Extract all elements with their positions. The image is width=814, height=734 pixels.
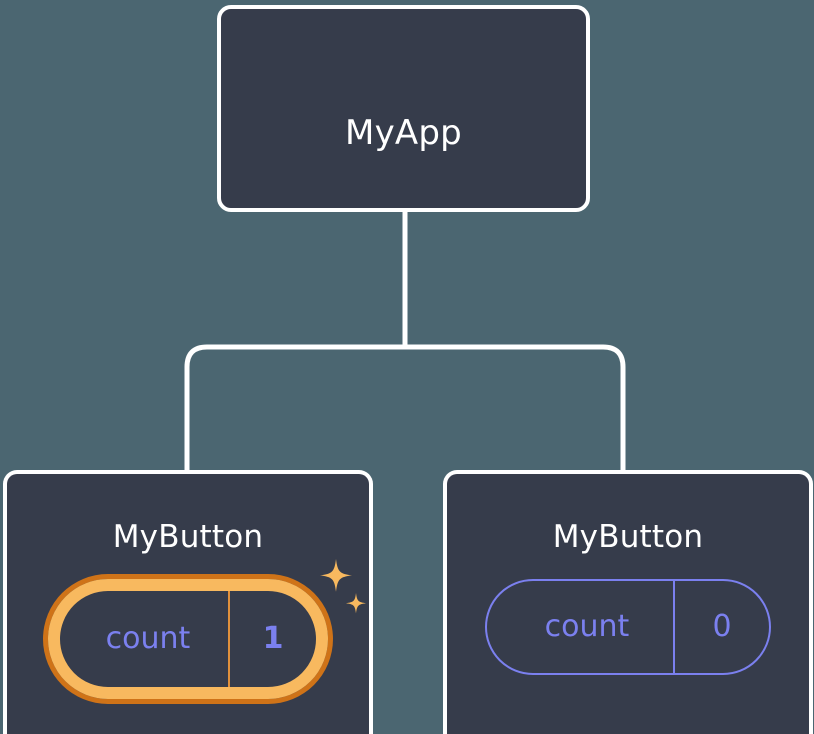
state-key: count [544, 609, 630, 644]
state-key: count [105, 621, 191, 656]
state-pill-wrapper: count 0 [485, 579, 771, 675]
state-pill-wrapper: count 1 [48, 559, 366, 699]
tree-node-myapp[interactable]: MyApp [217, 5, 590, 212]
node-title: MyApp [345, 112, 462, 153]
state-pill[interactable]: count 0 [485, 579, 771, 675]
node-title: MyButton [552, 519, 704, 555]
node-title: MyButton [112, 519, 264, 555]
tree-node-mybutton-left[interactable]: MyButton count 1 [3, 470, 373, 734]
state-value: 1 [228, 591, 316, 687]
tree-node-mybutton-right[interactable]: MyButton count 0 [443, 470, 813, 734]
state-pill[interactable]: count 1 [48, 579, 328, 699]
state-value: 0 [673, 581, 769, 673]
